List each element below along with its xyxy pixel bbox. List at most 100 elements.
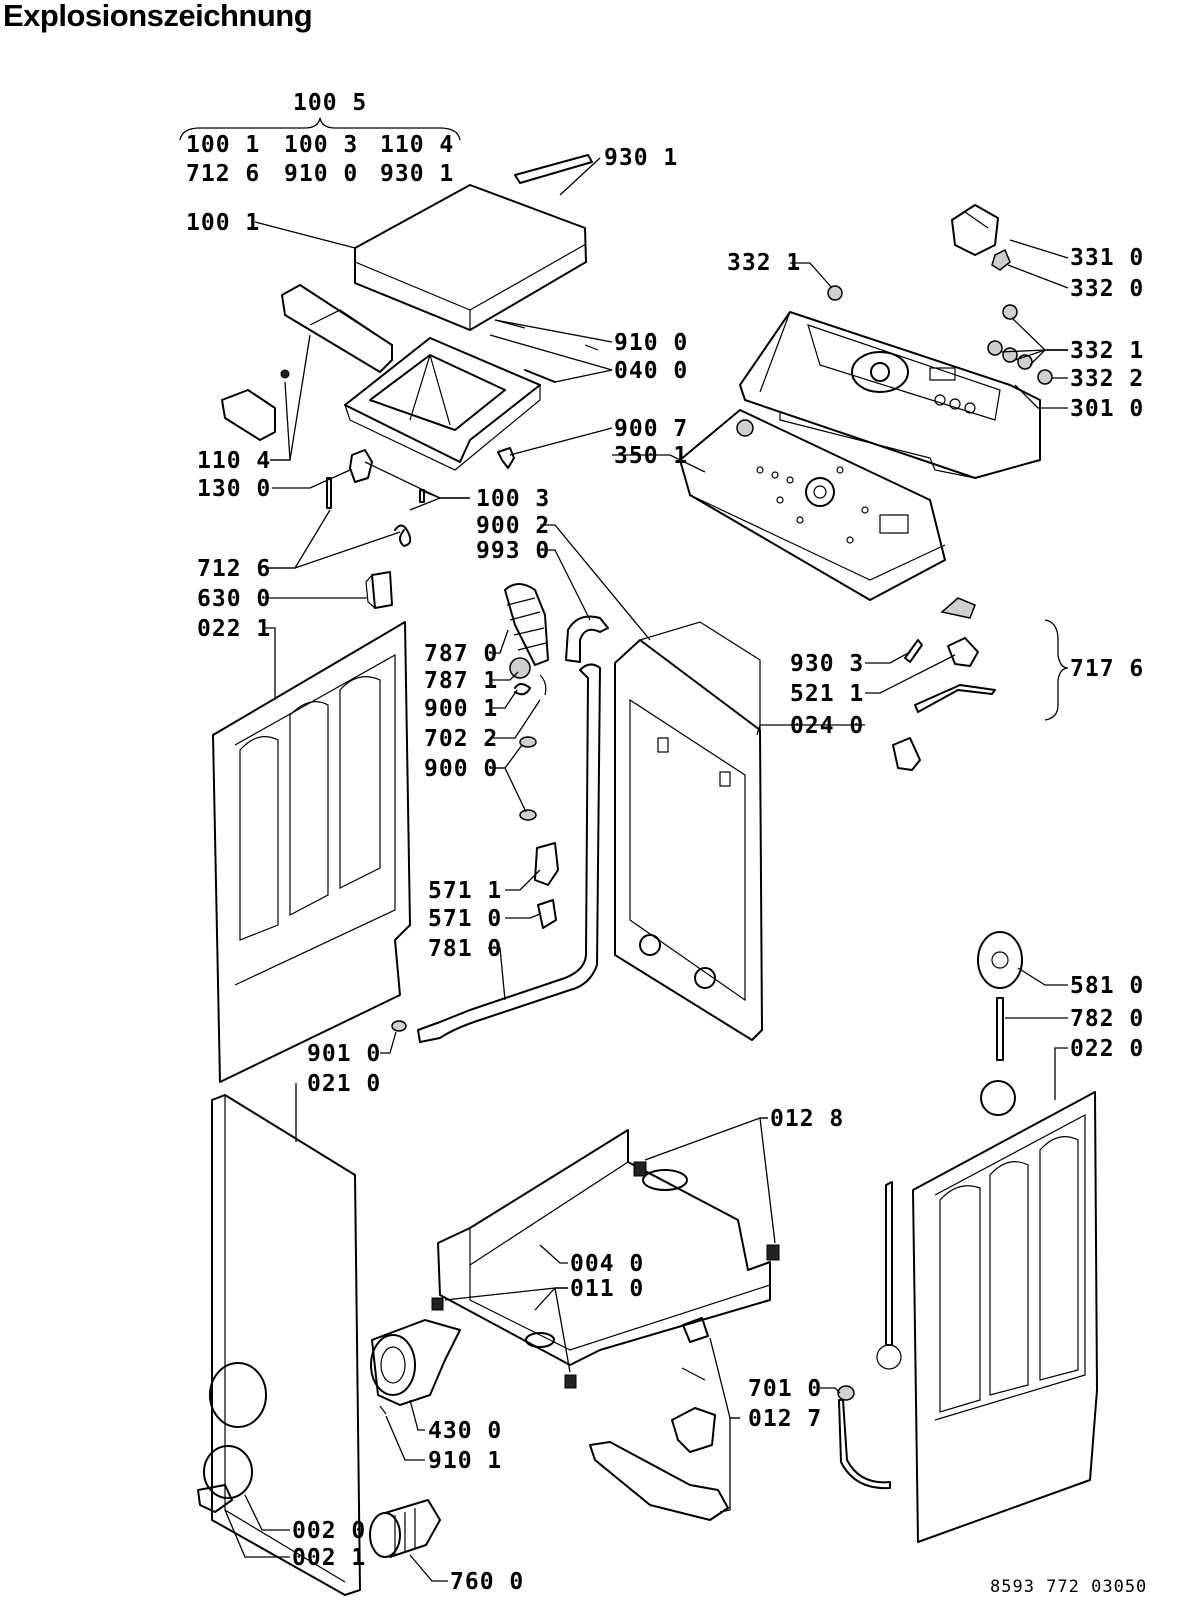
clip-part [497, 447, 515, 469]
callout-1001: 100 1 [186, 132, 260, 158]
rod-part [885, 1181, 893, 1346]
filter-screen-part [509, 657, 531, 679]
rod-part [524, 369, 556, 383]
callout-3321: 332 1 [727, 250, 801, 276]
callout-1003: 100 3 [476, 486, 550, 512]
callout-0128: 012 8 [770, 1106, 844, 1132]
callout-1005: 100 5 [293, 90, 367, 116]
left-side-panel-part [212, 621, 411, 1083]
pulley-part [977, 931, 1023, 989]
inlet-hose-part [838, 1399, 891, 1490]
clip-part [280, 369, 290, 379]
callout-7126: 712 6 [197, 556, 271, 582]
callout-9007: 900 7 [614, 416, 688, 442]
seal-part [539, 674, 547, 696]
callout-9000: 900 0 [424, 756, 498, 782]
lever-part [914, 684, 996, 713]
seal-part [682, 1317, 709, 1343]
lid-handle-part [221, 389, 276, 441]
door-lock-part [371, 571, 393, 609]
callout-0040: 004 0 [570, 1251, 644, 1277]
callout-0210: 021 0 [307, 1071, 381, 1097]
drain-hose-part [417, 663, 601, 1043]
drain-pump-part [370, 1319, 461, 1406]
inlet-valve-part [837, 1385, 855, 1401]
callout-5711: 571 1 [428, 878, 502, 904]
callout-1001: 100 1 [186, 210, 260, 236]
callout-9301: 930 1 [604, 145, 678, 171]
callout-3320: 332 0 [1070, 276, 1144, 302]
spring-part [394, 524, 412, 547]
shaft-part [996, 997, 1004, 1061]
callout-7870: 787 0 [424, 641, 498, 667]
top-frame-part [344, 337, 541, 471]
door-hinge-part [197, 1484, 233, 1513]
callout-7010: 701 0 [748, 1376, 822, 1402]
callout-9101: 910 1 [428, 1448, 502, 1474]
right-side-panel-part [912, 1091, 1098, 1543]
pressure-switch-part [534, 842, 559, 886]
damper-foot-part [876, 1344, 902, 1370]
clip-part [391, 1020, 407, 1032]
callout-7126: 712 6 [186, 161, 260, 187]
callout-0110: 011 0 [570, 1276, 644, 1302]
callout-9930: 993 0 [476, 538, 550, 564]
callout-9010: 901 0 [307, 1041, 381, 1067]
callout-0221: 022 1 [197, 616, 271, 642]
foot-part [431, 1297, 444, 1311]
callout-7022: 702 2 [424, 726, 498, 752]
pump-filter-part [369, 1499, 441, 1558]
lid-part [354, 184, 587, 331]
callout-1104: 110 4 [380, 132, 454, 158]
base-frame-part [437, 1129, 771, 1366]
document-id: 8593 772 03050 [990, 1577, 1147, 1597]
dispenser-part [671, 1407, 716, 1453]
rear-panel-part [614, 621, 763, 1041]
thermostat-cap-part [940, 597, 976, 619]
callout-7600: 760 0 [450, 1569, 524, 1595]
pin-part [326, 477, 332, 509]
callout-5810: 581 0 [1070, 973, 1144, 999]
cap-part [519, 736, 537, 748]
callout-7820: 782 0 [1070, 1006, 1144, 1032]
foot-part [633, 1161, 647, 1177]
callout-7810: 781 0 [428, 936, 502, 962]
callout-1104: 110 4 [197, 448, 271, 474]
callout-9100: 910 0 [614, 330, 688, 356]
callout-0127: 012 7 [748, 1406, 822, 1432]
page-title: Explosionszeichnung [3, 0, 313, 33]
callout-0020: 002 0 [292, 1518, 366, 1544]
service-door-part [203, 1445, 253, 1499]
callout-4300: 430 0 [428, 1418, 502, 1444]
callout-0240: 024 0 [790, 713, 864, 739]
bellows-hose-part [504, 583, 549, 666]
callout-labels: 100 5 100 1 100 3 110 4 712 6 910 0 930 … [186, 90, 1144, 1595]
callout-7871: 787 1 [424, 668, 498, 694]
callout-0021: 002 1 [292, 1545, 366, 1571]
valve-part [537, 899, 557, 929]
leader-lines [224, 157, 1069, 1582]
callout-5710: 571 0 [428, 906, 502, 932]
callout-0220: 022 0 [1070, 1036, 1144, 1062]
callout-9002: 900 2 [476, 513, 550, 539]
callout-9301: 930 1 [380, 161, 454, 187]
hinge-strip-part [514, 154, 593, 184]
spring-part [904, 639, 923, 663]
callout-3321: 332 1 [1070, 338, 1144, 364]
hose-part [565, 615, 609, 663]
callout-6300: 630 0 [197, 586, 271, 612]
control-panel-part [739, 311, 1041, 479]
callout-3322: 332 2 [1070, 366, 1144, 392]
callout-9001: 900 1 [424, 696, 498, 722]
screw-part [584, 344, 599, 351]
knob-part [951, 204, 1011, 271]
callout-3010: 301 0 [1070, 396, 1144, 422]
callout-1003: 100 3 [284, 132, 358, 158]
dispenser-drawer-part [589, 1441, 729, 1521]
callout-1300: 130 0 [197, 476, 271, 502]
front-trim-part [281, 284, 393, 373]
pin-part [681, 1367, 706, 1381]
callout-9303: 930 3 [790, 651, 864, 677]
callout-0400: 040 0 [614, 358, 688, 384]
